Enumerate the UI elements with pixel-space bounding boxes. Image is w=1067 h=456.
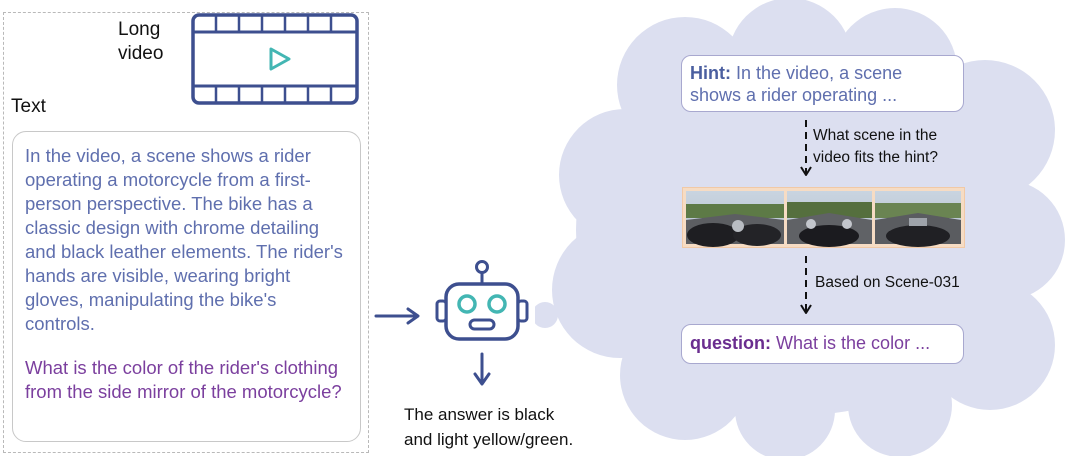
text-label: Text bbox=[11, 96, 46, 117]
answer-text: The answer is black and light yellow/gre… bbox=[404, 405, 574, 449]
video-frame-1 bbox=[686, 191, 784, 247]
question-summary: What is the color ... bbox=[776, 333, 931, 353]
input-panel bbox=[3, 12, 369, 453]
long-video-label: Long video bbox=[118, 19, 164, 64]
hint-label: Hint: bbox=[690, 63, 731, 83]
video-frame-3 bbox=[875, 191, 961, 247]
frame-images bbox=[686, 191, 961, 247]
step-label-scene: Based on Scene-031 bbox=[815, 274, 960, 291]
question-label: question: bbox=[690, 333, 771, 353]
arrow-right-icon bbox=[374, 307, 420, 325]
step-label-find-scene: What scene in the video fits the hint? bbox=[813, 127, 938, 166]
video-description: In the video, a scene shows a rider oper… bbox=[25, 145, 343, 334]
dashed-arrow-down-icon bbox=[800, 120, 812, 176]
video-frame-2 bbox=[787, 191, 872, 247]
hint-box: Hint: In the video, a scene shows a ride… bbox=[681, 55, 964, 112]
dashed-arrow-down-icon bbox=[800, 256, 812, 314]
video-frames bbox=[682, 187, 965, 248]
question-box: question: What is the color ... bbox=[681, 324, 964, 364]
film-strip-icon bbox=[191, 13, 359, 105]
text-box: In the video, a scene shows a rider oper… bbox=[12, 131, 361, 442]
question-text: What is the color of the rider's clothin… bbox=[25, 357, 342, 402]
play-icon bbox=[269, 47, 291, 71]
robot-icon bbox=[435, 260, 529, 341]
hint-text: In the video, a scene shows a rider oper… bbox=[690, 63, 903, 105]
arrow-down-icon bbox=[473, 352, 491, 386]
